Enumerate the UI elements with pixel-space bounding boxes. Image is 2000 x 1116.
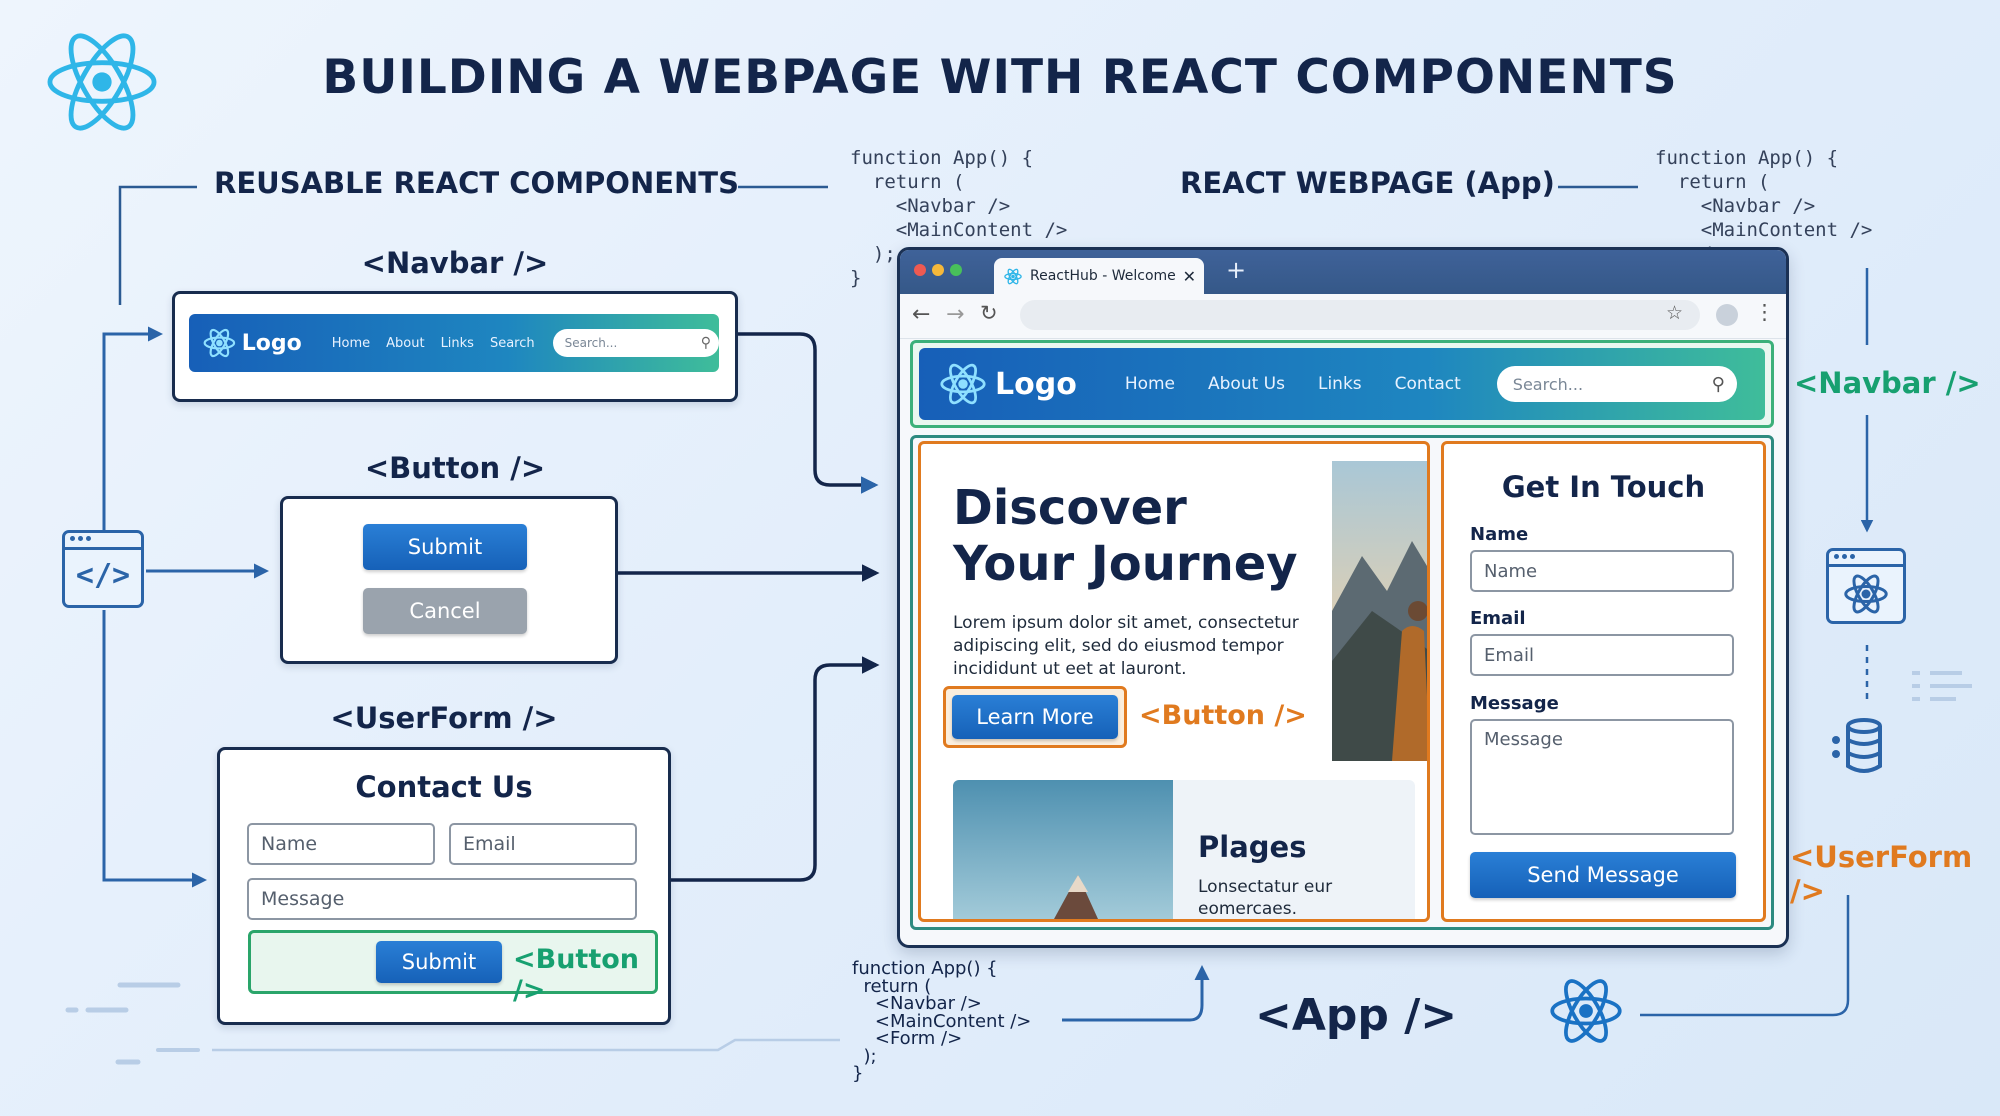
site-nav-contact[interactable]: Contact bbox=[1394, 374, 1461, 394]
navbar-side-tag: <Navbar /> bbox=[1794, 366, 1981, 400]
react-logo-icon bbox=[47, 33, 157, 131]
mountain-hiker-image bbox=[1332, 461, 1427, 761]
react-logo-icon bbox=[203, 328, 236, 358]
send-message-button[interactable]: Send Message bbox=[1470, 852, 1736, 898]
userform-component-panel: Contact Us Name Email Message Submit <Bu… bbox=[217, 747, 671, 1025]
learn-more-button[interactable]: Learn More bbox=[952, 695, 1118, 739]
userform-side-tag: <UserForm /> bbox=[1790, 840, 1973, 908]
tab-title: ReactHub - Welcome bbox=[1030, 268, 1176, 284]
navbar-component-label: <Navbar /> bbox=[361, 246, 549, 280]
hero-title: Discover Your Journey bbox=[953, 480, 1298, 592]
react-logo-icon bbox=[1550, 979, 1622, 1043]
email-label: Email bbox=[1470, 608, 1526, 629]
left-section-title: REUSABLE REACT COMPONENTS bbox=[214, 166, 739, 200]
close-tab-icon[interactable]: ✕ bbox=[1182, 266, 1196, 286]
message-label: Message bbox=[1470, 693, 1559, 714]
to-userform-arrow bbox=[102, 610, 207, 888]
nav-link-about[interactable]: About bbox=[386, 335, 425, 351]
name-label: Name bbox=[1470, 524, 1529, 545]
email-field[interactable]: Email bbox=[449, 823, 637, 865]
page-title: BUILDING A WEBPAGE WITH REACT COMPONENTS bbox=[322, 50, 1678, 105]
search-icon[interactable]: ⚲ bbox=[1711, 373, 1725, 395]
component-window-icon bbox=[1826, 548, 1906, 624]
site-navbar: Logo Home About Us Links Contact Search.… bbox=[919, 348, 1765, 420]
site-logo-text: Logo bbox=[995, 366, 1077, 402]
browser-window: ReactHub - Welcome ✕ + ← → ↻ ☆ ⋮ Logo Ho… bbox=[897, 247, 1789, 948]
code-snippet-bottom: function App() { return ( <Navbar /> <Ma… bbox=[852, 958, 1032, 1084]
site-nav-home[interactable]: Home bbox=[1124, 374, 1176, 394]
code-snippet-top-left: function App() { return ( <Navbar /> <Ma… bbox=[850, 147, 1068, 289]
button-component-panel: Submit Cancel bbox=[280, 496, 618, 664]
app-tag: <App /> bbox=[1255, 990, 1458, 1041]
button-tag: <Button /> bbox=[513, 944, 640, 1006]
hero-button-tag: <Button /> bbox=[1139, 700, 1307, 731]
message-field[interactable]: Message bbox=[247, 878, 637, 920]
nav-link-search[interactable]: Search bbox=[489, 335, 535, 351]
site-nav-about-us[interactable]: About Us bbox=[1208, 374, 1285, 394]
to-navbar-arrow bbox=[102, 326, 163, 535]
code-window-icon: </> bbox=[62, 530, 144, 608]
site-message-textarea[interactable]: Message bbox=[1470, 719, 1734, 835]
site-email-input[interactable]: Email bbox=[1470, 634, 1734, 676]
profile-avatar-icon[interactable] bbox=[1716, 304, 1738, 326]
browser-titlebar: ReactHub - Welcome ✕ + bbox=[900, 250, 1786, 294]
plages-card: Plages Lonsectatur eur eomercaes. bbox=[953, 780, 1415, 919]
code-snippet-top-right: function App() { return ( <Navbar /> <Ma… bbox=[1655, 147, 1873, 265]
site-search-placeholder: Search... bbox=[1512, 374, 1584, 394]
menu-dots-icon[interactable]: ⋮ bbox=[1754, 300, 1775, 324]
navbar-search-input[interactable]: Search... ⚲ bbox=[552, 329, 719, 357]
navbar-component-panel: Logo Home About Links Search Search... ⚲ bbox=[172, 291, 738, 402]
maximize-window-dot[interactable] bbox=[950, 264, 962, 276]
form-heading: Get In Touch bbox=[1501, 470, 1706, 504]
minimize-window-dot[interactable] bbox=[932, 264, 944, 276]
database-icon bbox=[1832, 718, 1882, 773]
card-title: Plages bbox=[1198, 830, 1307, 864]
address-bar[interactable] bbox=[1020, 300, 1700, 330]
userform-component-label: <UserForm /> bbox=[330, 701, 558, 735]
back-arrow-icon[interactable]: ← bbox=[912, 302, 931, 327]
site-search-input[interactable]: Search... ⚲ bbox=[1496, 366, 1737, 402]
name-field[interactable]: Name bbox=[247, 823, 435, 865]
site-nav-links[interactable]: Links bbox=[1317, 374, 1362, 394]
userform-button-highlight: Submit <Button /> bbox=[248, 930, 658, 1006]
search-icon[interactable]: ⚲ bbox=[700, 335, 711, 351]
learn-more-highlight: Learn More bbox=[943, 686, 1127, 748]
contact-form-section: Get In Touch Name Name Email Email Messa… bbox=[1441, 441, 1766, 922]
hero-section: Discover Your Journey Lorem ipsum dolor … bbox=[918, 441, 1430, 922]
browser-toolbar: ← → ↻ ☆ ⋮ bbox=[900, 294, 1786, 339]
browser-tab[interactable]: ReactHub - Welcome ✕ bbox=[994, 258, 1204, 294]
nav-link-home[interactable]: Home bbox=[331, 335, 371, 351]
right-flow-return bbox=[1640, 895, 1850, 1017]
react-favicon-icon bbox=[1004, 268, 1022, 284]
navbar-to-browser-arrow bbox=[735, 332, 879, 494]
navbar-logo-text: Logo bbox=[241, 330, 302, 356]
navbar-region: Logo Home About Us Links Contact Search.… bbox=[910, 340, 1774, 428]
left-section-line bbox=[118, 185, 197, 305]
mountain-peak-image bbox=[953, 780, 1173, 919]
userform-heading: Contact Us bbox=[355, 770, 533, 804]
react-logo-icon bbox=[940, 363, 986, 405]
reload-icon[interactable]: ↻ bbox=[980, 301, 998, 325]
new-tab-icon[interactable]: + bbox=[1226, 256, 1247, 284]
button-component-label: <Button /> bbox=[364, 451, 546, 485]
close-window-dot[interactable] bbox=[914, 264, 926, 276]
right-section-title: REACT WEBPAGE (App) bbox=[1180, 166, 1555, 200]
main-content-region bbox=[910, 435, 1774, 930]
site-name-input[interactable]: Name bbox=[1470, 550, 1734, 592]
code-to-app-arrow bbox=[1062, 965, 1210, 1022]
nav-link-links[interactable]: Links bbox=[440, 335, 474, 351]
search-placeholder: Search... bbox=[564, 336, 618, 350]
cancel-button[interactable]: Cancel bbox=[363, 588, 527, 634]
submit-button[interactable]: Submit bbox=[363, 524, 527, 570]
bookmark-star-icon[interactable]: ☆ bbox=[1666, 302, 1684, 324]
userform-submit-button[interactable]: Submit bbox=[376, 941, 502, 983]
userform-to-browser-arrow bbox=[667, 656, 880, 882]
card-body: Lonsectatur eur eomercaes. bbox=[1198, 877, 1333, 919]
forward-arrow-icon[interactable]: → bbox=[946, 302, 965, 327]
navbar-preview: Logo Home About Links Search Search... ⚲ bbox=[189, 314, 719, 372]
hero-body: Lorem ipsum dolor sit amet, consectetur … bbox=[953, 613, 1299, 679]
deco-line bbox=[212, 1038, 840, 1052]
